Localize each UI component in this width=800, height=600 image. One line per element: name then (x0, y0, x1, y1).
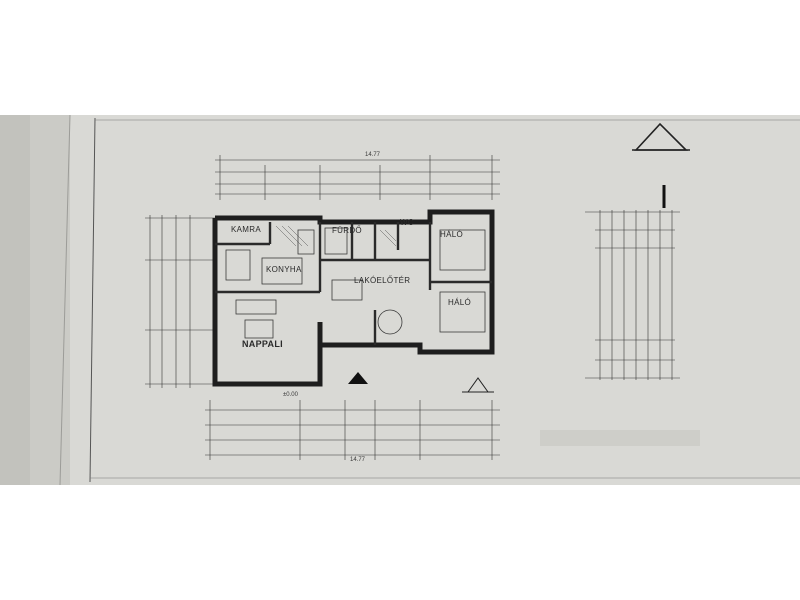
north-arrow (632, 122, 690, 208)
overall-dimension-bottom: 14.77 (350, 457, 366, 463)
room-label-konyha: KONYHA (266, 265, 302, 274)
overall-dimension-top: 14.77 (365, 152, 381, 158)
room-label-eloter: LAKÓELŐTÉR (354, 276, 411, 285)
left-dimensions (145, 215, 215, 388)
section-marker (462, 377, 494, 393)
bottom-dimensions (205, 400, 500, 460)
room-label-nappali: NAPPALI (242, 339, 283, 349)
furniture (225, 227, 486, 339)
top-dimensions (215, 155, 500, 200)
room-label-halo-2: HÁLÓ (448, 298, 471, 307)
room-label-kamra: KAMRA (231, 225, 261, 234)
room-label-furdo: FÜRDŐ (332, 226, 362, 235)
inner-walls (215, 222, 492, 345)
hatching (275, 225, 397, 247)
paper-background (0, 115, 800, 485)
room-label-wc: WC (400, 218, 414, 227)
room-label-halo-1: HÁLÓ (440, 230, 463, 239)
building-walls (212, 209, 495, 387)
entrance-arrow (348, 372, 368, 384)
paper-left-shadow (0, 115, 30, 485)
section-dimensions (585, 210, 680, 380)
elevation-marker: ±0.00 (283, 392, 298, 398)
